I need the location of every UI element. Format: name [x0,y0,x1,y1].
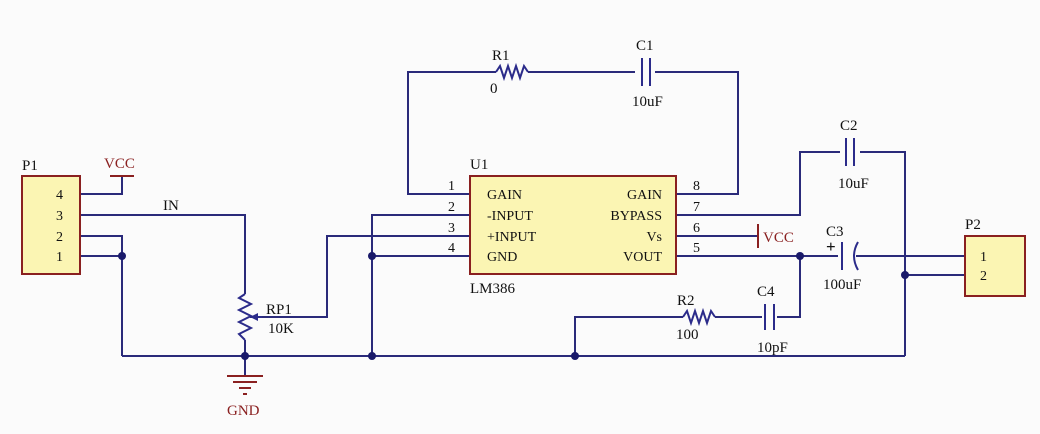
wire-gain-left [407,71,496,195]
connector-p2-pin: 2 [980,269,987,284]
junction-dot [241,352,249,360]
connector-p2-pin: 1 [980,250,987,265]
u1-pin-name: +INPUT [487,230,537,245]
resistor-r1: R1 0 [490,48,529,97]
wire-minus-input [371,214,470,356]
junction-dot [571,352,579,360]
capacitor-c3-curved-plate [853,241,859,271]
u1-pin-name: BYPASS [610,209,662,224]
wires [80,71,965,376]
rp1-value: 10K [268,321,294,337]
c4-ref: C4 [757,284,775,300]
ground-icon [227,375,263,395]
ground-symbol: GND [227,375,263,419]
u1-pin-number: 6 [693,221,700,236]
vcc-label: VCC [763,230,794,246]
connector-p1-pin: 3 [56,209,63,224]
u1-pin-name: GND [487,250,517,265]
rp1-ref: RP1 [266,302,292,318]
vcc-power-symbol-right: VCC [757,224,794,248]
wire-p1-vcc [80,176,123,195]
r2-value: 100 [676,327,699,343]
wire-r2-gnd [574,316,683,356]
junction-dot [118,252,126,260]
u1-pin-name: -INPUT [487,209,533,224]
connector-p2-ref: P2 [965,217,981,233]
resistor-r1-body [495,62,529,82]
c2-value: 10uF [838,176,869,192]
u1-pin-name: GAIN [487,188,522,203]
c4-value: 10pF [757,340,788,356]
c3-value: 100uF [823,277,861,293]
connector-p1-ref: P1 [22,158,38,174]
connector-p1-pin: 4 [56,188,63,203]
net-label-in: IN [163,198,179,214]
capacitor-c4-plates [764,304,775,330]
wire-gain-right [655,71,739,195]
c3-ref: C3 [826,224,844,240]
capacitor-c1-plates [641,58,651,86]
resistor-r2-body [682,307,716,327]
wire-p1-pin2 [80,235,123,356]
junction-dot [796,252,804,260]
capacitor-c2: C2 10uF [838,118,869,192]
u1-pin-number: 1 [448,179,455,194]
junction-dot [368,352,376,360]
junction-dot [368,252,376,260]
ic-u1-lm386: U1 LM386 1 2 3 4 GAIN -INPUT +INPUT GND … [448,157,700,297]
capacitor-c1: C1 10uF [632,38,663,110]
r1-value: 0 [490,81,498,97]
vcc-label: VCC [104,156,135,172]
u1-pin-name: Vs [646,230,662,245]
gnd-label: GND [227,403,260,419]
u1-ref: U1 [470,157,488,173]
u1-part: LM386 [470,281,516,297]
c2-ref: C2 [840,118,858,134]
u1-pin-number: 7 [693,200,700,215]
connector-p1-body [21,175,81,275]
wire-in-net [80,214,246,294]
potentiometer-rp1: RP1 10K [236,293,294,341]
junction-dot [901,271,909,279]
u1-pin-number: 8 [693,179,700,194]
u1-pin-name: GAIN [627,188,662,203]
u1-pin-number: 3 [448,221,455,236]
wiper-arrow-icon [250,313,258,321]
c3-polarity-plus-icon: + [826,237,836,256]
junctions [118,252,909,360]
u1-pin-number: 2 [448,200,455,215]
u1-pin-name: VOUT [623,250,662,265]
resistor-r2: R2 100 [676,293,716,343]
connector-p1-pin: 2 [56,230,63,245]
potentiometer-body [236,293,254,341]
vcc-power-symbol-top: VCC [104,156,135,177]
connector-p2-body [964,235,1026,297]
r1-ref: R1 [492,48,510,64]
connector-p2: P2 1 2 [964,217,1026,297]
capacitor-c4: C4 10pF [757,284,788,356]
connector-p1: P1 4 3 2 1 [21,158,81,275]
u1-pin-number: 4 [448,241,455,256]
wire-wiper-input [262,235,470,318]
wire-bypass-c2 [676,151,840,216]
capacitor-c2-plates [845,138,855,166]
r2-ref: R2 [677,293,695,309]
c1-value: 10uF [632,94,663,110]
ic-body [469,175,677,275]
connector-p1-pin: 1 [56,250,63,265]
wire-c2-gnd [860,151,906,356]
wire-vout-c4 [777,256,801,318]
capacitor-c3: C3 + 100uF [823,224,861,293]
c1-ref: C1 [636,38,654,54]
u1-pin-number: 5 [693,241,700,256]
